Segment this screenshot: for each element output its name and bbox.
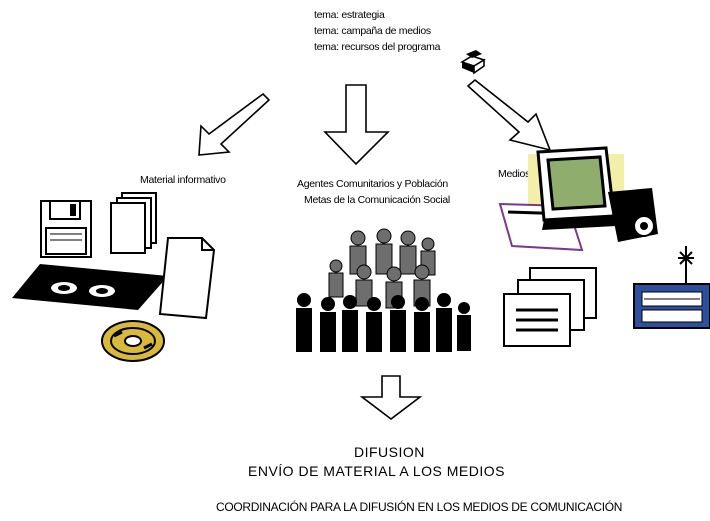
center-group-label-2: Metas de la Comunicación Social bbox=[304, 194, 450, 206]
arrow-left bbox=[198, 92, 271, 156]
arrow-center bbox=[323, 84, 390, 166]
diffusion-note: COORDINACIÓN PARA LA DIFUSIÓN EN LOS MED… bbox=[216, 500, 623, 514]
radio-icon bbox=[633, 246, 710, 329]
page-icon bbox=[158, 237, 216, 320]
floppy-disk-icon bbox=[40, 200, 92, 258]
top-note-1: tema: estrategia bbox=[314, 9, 385, 21]
compact-disc-icon bbox=[101, 320, 165, 362]
arrow-down bbox=[359, 375, 423, 421]
diffusion-subtitle: ENVÍO DE MATERIAL A LOS MEDIOS bbox=[248, 463, 505, 479]
computer-monitor-icon bbox=[498, 146, 658, 252]
cassette-tape-icon bbox=[12, 264, 168, 310]
document-stack-icon bbox=[110, 192, 157, 254]
left-group-label: Material informativo bbox=[140, 174, 226, 186]
top-note-3: tema: recursos del programa bbox=[314, 41, 441, 53]
center-group-label-1: Agentes Comunitarios y Población bbox=[297, 178, 448, 190]
top-note-2: tema: campaña de medios bbox=[314, 25, 431, 37]
documents-stack-icon bbox=[503, 267, 597, 347]
diffusion-title: DIFUSION bbox=[354, 444, 425, 460]
paper-stack-icon bbox=[460, 50, 486, 75]
arrow-right bbox=[466, 78, 552, 152]
crowd-icon bbox=[296, 228, 471, 352]
